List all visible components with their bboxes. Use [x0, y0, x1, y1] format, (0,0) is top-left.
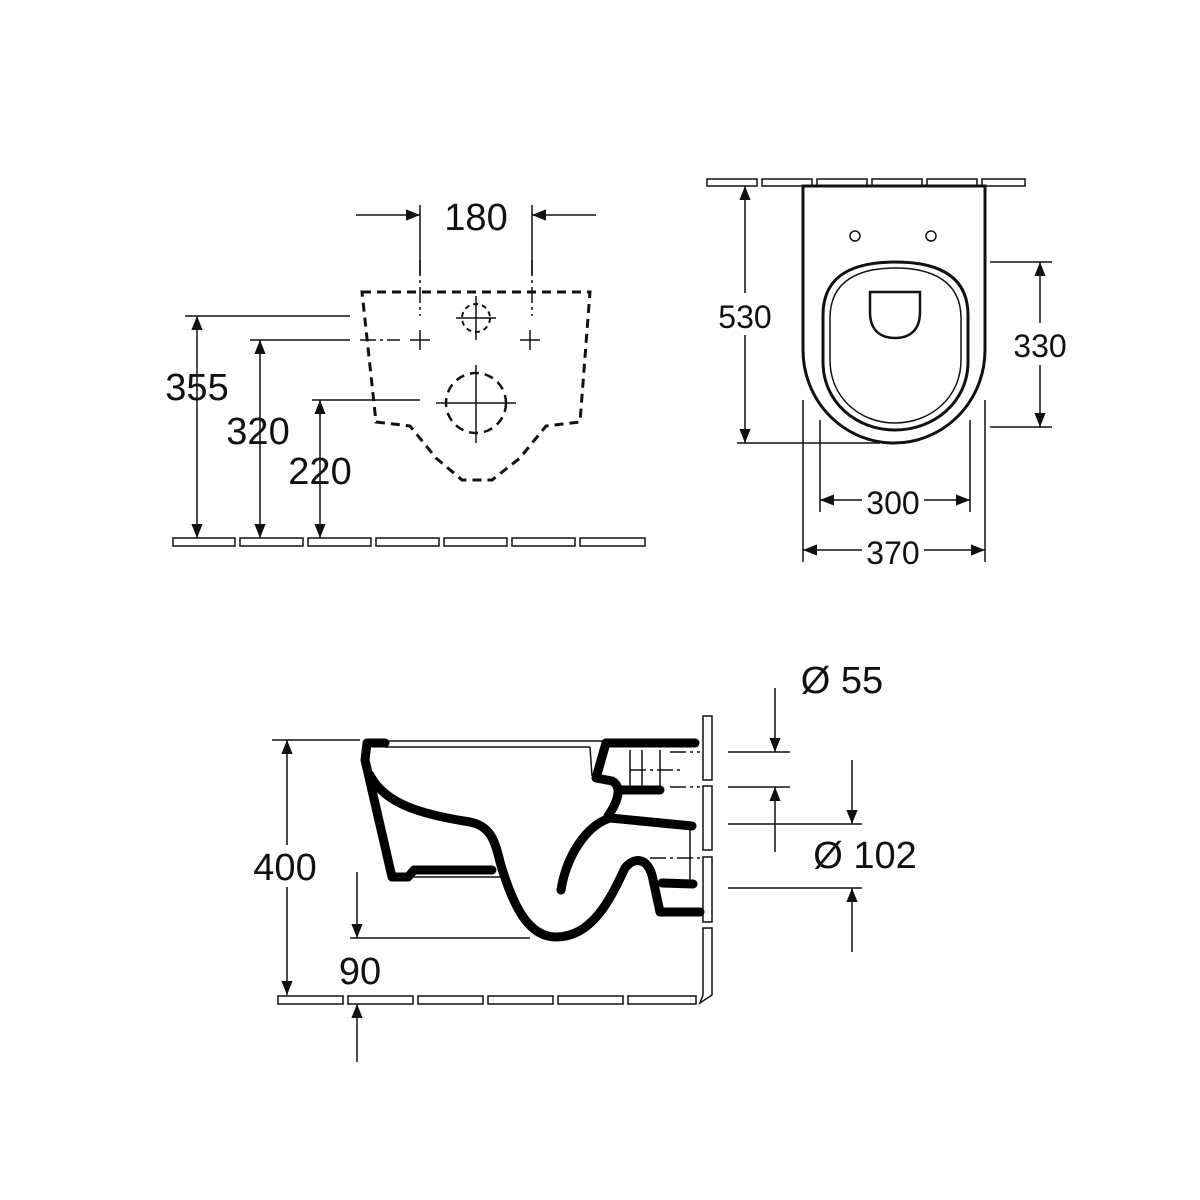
- dimension-90: 90: [339, 872, 530, 1062]
- seat-inner: [829, 267, 962, 424]
- dimension-180: 180: [356, 197, 596, 275]
- dimension-label-320: 320: [226, 411, 289, 453]
- dimension-label-330: 330: [1013, 328, 1066, 364]
- dimension-label-180: 180: [444, 197, 507, 239]
- dimension-400: 400: [245, 739, 360, 995]
- dimension-label-dia-55: Ø 55: [801, 660, 883, 702]
- dimension-label-220: 220: [288, 451, 351, 493]
- mounting-holes: [360, 260, 540, 443]
- top-view: 530 330 300 370: [706, 178, 1070, 571]
- dimension-355: 355: [165, 315, 350, 538]
- seat-outline: [821, 260, 970, 432]
- wall-mount-view: 180 355 320 220: [165, 197, 646, 547]
- dimension-220: 220: [288, 399, 420, 538]
- dimension-330: 330: [990, 261, 1070, 428]
- fixing-hole-left: [849, 230, 861, 242]
- outlet-opening: [868, 290, 922, 340]
- centerlines: [630, 751, 700, 859]
- mounting-outline: [360, 290, 592, 482]
- dimension-label-370: 370: [866, 535, 919, 571]
- side-view: 400 90 Ø 55 Ø 102: [245, 660, 930, 1062]
- bowl-outline: [801, 184, 987, 445]
- dimension-label-90: 90: [339, 951, 381, 993]
- fixing-hole-right: [925, 230, 937, 242]
- dimension-370: 370: [802, 400, 986, 571]
- wall-panels: [698, 715, 713, 1005]
- toilet-profile: [360, 738, 705, 942]
- dimension-label-355: 355: [165, 367, 228, 409]
- floor-tiles-side: [277, 995, 697, 1005]
- dimension-label-300: 300: [866, 485, 919, 521]
- dimension-dia-55: Ø 55: [728, 660, 883, 852]
- dimension-label-400: 400: [253, 847, 316, 889]
- dimension-320: 320: [226, 339, 350, 538]
- dimension-300: 300: [819, 420, 971, 521]
- floor-tiles: [172, 537, 646, 547]
- wall-tiles: [706, 178, 1026, 187]
- dimension-label-dia-102: Ø 102: [813, 835, 917, 877]
- dimension-label-530: 530: [718, 299, 771, 335]
- dimension-dia-102: Ø 102: [728, 760, 930, 952]
- dimension-530: 530: [715, 186, 880, 444]
